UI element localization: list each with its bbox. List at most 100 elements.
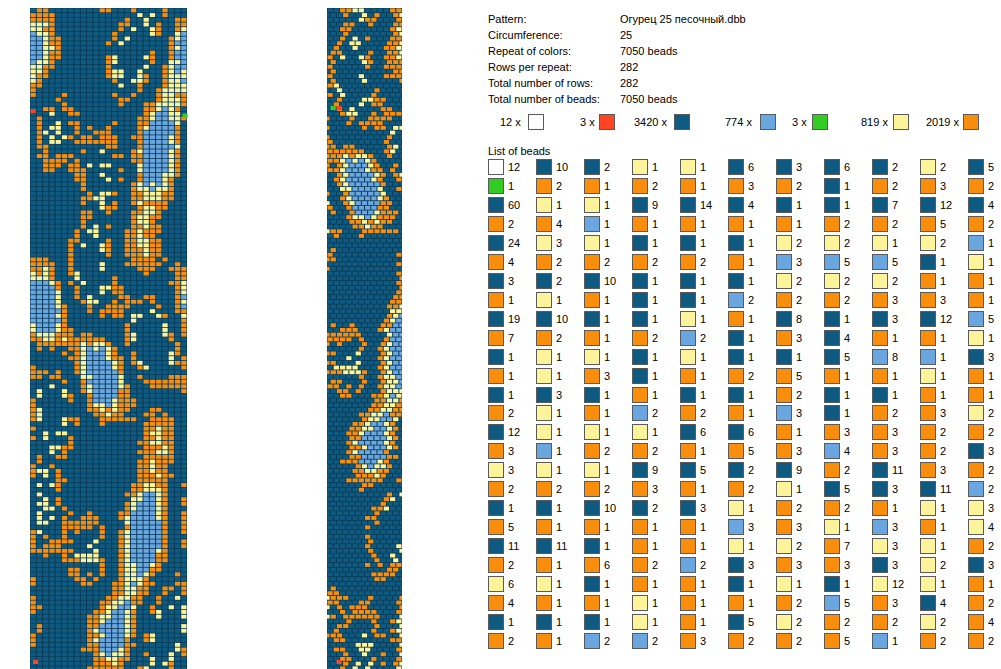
bead: [156, 41, 161, 45]
bead: [93, 65, 98, 69]
bead: [49, 337, 54, 341]
bead: [106, 51, 111, 55]
bead: [169, 248, 174, 252]
bead: [49, 347, 54, 351]
bead: [181, 145, 186, 149]
bead: [137, 145, 142, 149]
bead: [137, 182, 142, 186]
bead: [81, 178, 86, 182]
bead: [93, 70, 98, 74]
bead: [144, 8, 149, 12]
bead: [43, 229, 48, 233]
bead: [87, 196, 92, 200]
bead: [169, 18, 174, 22]
bead: [131, 121, 136, 125]
bead: [162, 258, 167, 262]
bead: [37, 8, 42, 12]
bead: [43, 248, 48, 252]
bead: [31, 149, 36, 153]
bead: [144, 32, 149, 36]
bead: [43, 107, 48, 111]
bead: [156, 319, 161, 323]
bead: [31, 102, 36, 106]
bead: [68, 352, 73, 356]
bead: [49, 168, 54, 172]
bead: [68, 46, 73, 50]
bead: [162, 361, 167, 365]
bead: [156, 84, 161, 88]
bead: [81, 206, 86, 210]
bead: [112, 23, 117, 27]
bead: [112, 32, 117, 36]
bead: [181, 46, 186, 50]
bead: [118, 107, 123, 111]
bead: [131, 41, 136, 45]
bead: [162, 220, 167, 224]
bead: [144, 356, 149, 360]
bead: [81, 8, 86, 12]
bead: [37, 121, 42, 125]
bead: [31, 145, 36, 149]
bead: [162, 70, 167, 74]
bead: [74, 107, 79, 111]
bead: [181, 225, 186, 229]
bead: [68, 328, 73, 332]
bead: [81, 295, 86, 299]
bead: [181, 93, 186, 97]
bead: [93, 276, 98, 280]
bead: [93, 168, 98, 172]
bead: [100, 328, 105, 332]
bead: [49, 286, 54, 290]
bead: [131, 267, 136, 271]
bead: [62, 98, 67, 102]
bead: [31, 41, 36, 45]
bead: [144, 337, 149, 341]
bead: [144, 88, 149, 92]
bead: [37, 131, 42, 135]
bead: [181, 253, 186, 257]
bead: [43, 131, 48, 135]
bead: [62, 366, 67, 370]
bead: [100, 102, 105, 106]
bead: [137, 211, 142, 215]
bead: [87, 27, 92, 31]
bead: [56, 164, 61, 168]
bead: [144, 135, 149, 139]
bead: [31, 286, 36, 290]
bead: [137, 60, 142, 64]
bead: [131, 164, 136, 168]
bead: [37, 159, 42, 163]
bead: [74, 102, 79, 106]
bead: [181, 196, 186, 200]
bead: [74, 131, 79, 135]
bead: [37, 41, 42, 45]
bead: [156, 229, 161, 233]
bead: [62, 187, 67, 191]
bead: [106, 272, 111, 276]
bead: [175, 70, 180, 74]
bead: [175, 248, 180, 252]
bead: [175, 342, 180, 346]
bead: [87, 215, 92, 219]
bead: [74, 215, 79, 219]
bead: [137, 206, 142, 210]
bead: [137, 37, 142, 41]
bead: [112, 243, 117, 247]
bead: [118, 380, 123, 384]
bead: [156, 88, 161, 92]
bead: [162, 248, 167, 252]
bead: [100, 121, 105, 125]
bead: [181, 23, 186, 27]
bead: [62, 323, 67, 327]
bead: [162, 168, 167, 172]
bead: [175, 74, 180, 78]
bead: [156, 366, 161, 370]
bead: [68, 196, 73, 200]
bead: [100, 342, 105, 346]
bead: [112, 253, 117, 257]
bead: [150, 51, 155, 55]
bead: [31, 253, 36, 257]
bead: [100, 314, 105, 318]
bead: [49, 51, 54, 55]
bead: [181, 88, 186, 92]
